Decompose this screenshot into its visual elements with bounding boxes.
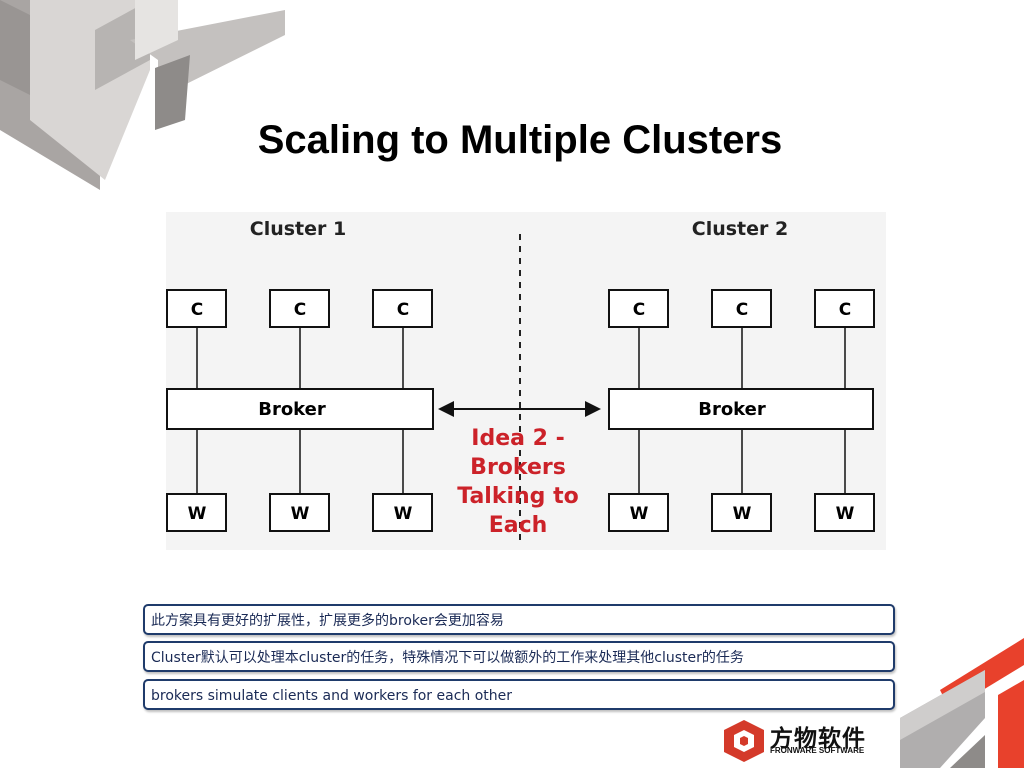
svg-text:W: W	[733, 504, 752, 524]
cluster-1-broker: Broker	[166, 388, 434, 430]
cluster-1-client-3: C	[372, 289, 433, 328]
svg-text:W: W	[291, 504, 310, 524]
cluster-1-worker-1: W	[166, 493, 227, 532]
svg-text:C: C	[839, 300, 851, 320]
broker-link-arrow	[438, 401, 601, 417]
idea-line-4: Each	[489, 513, 548, 538]
idea-line-2: Brokers	[470, 455, 566, 480]
note-box-scalability: 此方案具有更好的扩展性，扩展更多的broker会更加容易	[143, 604, 895, 635]
svg-text:W: W	[630, 504, 649, 524]
svg-text:C: C	[191, 300, 203, 320]
cluster-diagram: Cluster 1 C C C Broker W W	[166, 212, 886, 550]
cluster-2-broker: Broker	[608, 388, 874, 430]
cluster-2-worker-1: W	[608, 493, 669, 532]
cluster-2-label: Cluster 2	[692, 218, 788, 240]
fronware-logo-icon	[724, 720, 764, 762]
svg-text:Broker: Broker	[258, 399, 326, 420]
cluster-1-client-2: C	[269, 289, 330, 328]
cluster-1-worker-3: W	[372, 493, 433, 532]
logo-name-cn: 方物软件	[770, 726, 866, 752]
cluster-1-label: Cluster 1	[250, 218, 346, 240]
note-box-cluster-tasks: Cluster默认可以处理本cluster的任务，特殊情况下可以做额外的工作来处…	[143, 641, 895, 672]
cluster-1-worker-2: W	[269, 493, 330, 532]
decorative-shapes-bottom-right	[900, 638, 1024, 768]
note-box-brokers-simulate: brokers simulate clients and workers for…	[143, 679, 895, 710]
cluster-1: Cluster 1 C C C Broker W W	[166, 218, 434, 532]
svg-text:C: C	[397, 300, 409, 320]
svg-text:W: W	[836, 504, 855, 524]
svg-text:W: W	[188, 504, 207, 524]
cluster-2-client-3: C	[814, 289, 875, 328]
decorative-shapes-top-left	[0, 0, 285, 190]
cluster-1-client-1: C	[166, 289, 227, 328]
cluster-2-worker-2: W	[711, 493, 772, 532]
svg-text:C: C	[736, 300, 748, 320]
idea-line-1: Idea 2 -	[471, 426, 564, 451]
cluster-2-worker-3: W	[814, 493, 875, 532]
idea-annotation: Idea 2 - Brokers Talking to Each	[457, 426, 578, 538]
idea-line-3: Talking to	[457, 484, 578, 509]
cluster-2-client-1: C	[608, 289, 669, 328]
slide-title: Scaling to Multiple Clusters	[257, 118, 783, 162]
svg-text:C: C	[294, 300, 306, 320]
svg-text:W: W	[394, 504, 413, 524]
svg-text:C: C	[633, 300, 645, 320]
logo-name-en: FRONWARE SOFTWARE	[770, 746, 865, 755]
svg-text:Broker: Broker	[698, 399, 766, 420]
cluster-2: Cluster 2 C C C Broker W W	[608, 218, 875, 532]
cluster-2-client-2: C	[711, 289, 772, 328]
